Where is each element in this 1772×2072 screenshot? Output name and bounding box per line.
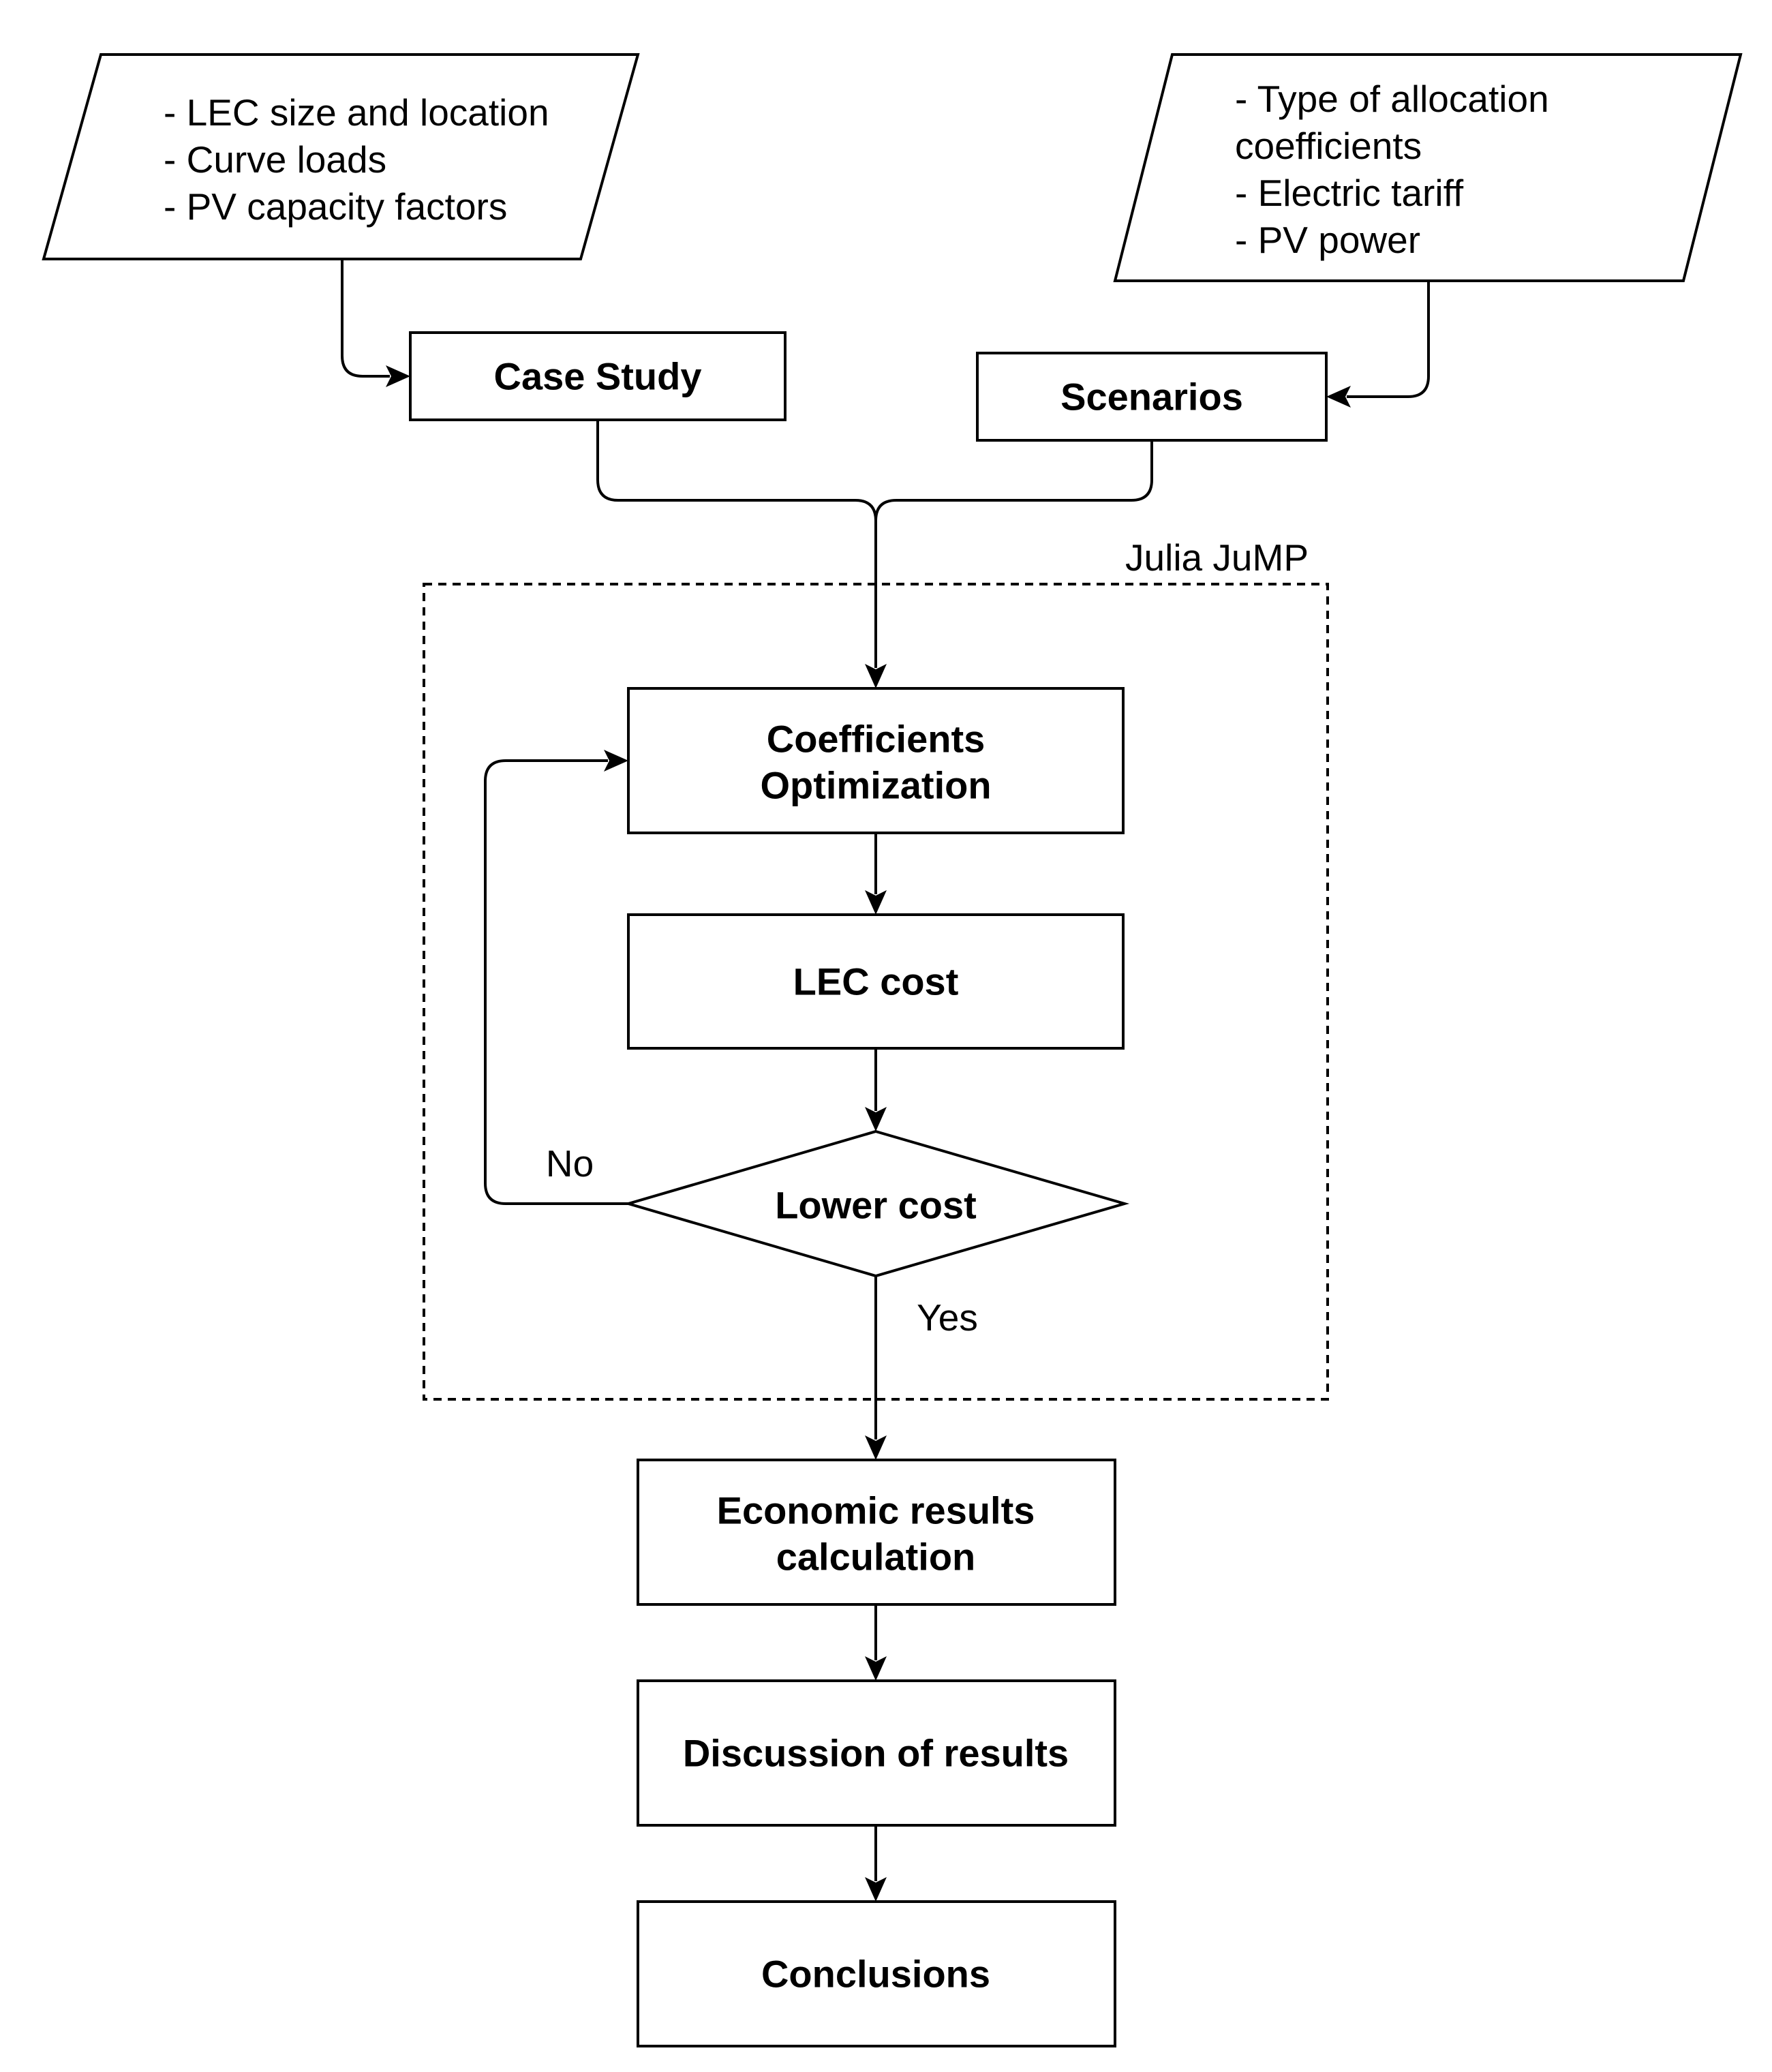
container-label: Julia JuMP bbox=[1125, 536, 1309, 579]
scenarios-label: Scenarios bbox=[1060, 376, 1243, 418]
lower-cost-decision: Lower cost bbox=[623, 1129, 1130, 1278]
lec-cost-shape bbox=[627, 913, 1125, 1050]
coefficients-optimization-shape bbox=[627, 687, 1125, 834]
economic-label-line-2: calculation bbox=[776, 1536, 976, 1579]
arrowhead-conclusions bbox=[865, 1877, 887, 1902]
input-right-line-4: - PV power bbox=[1235, 219, 1420, 261]
coefficients-optimization-box: Coefficients Optimization bbox=[627, 687, 1125, 834]
input-right-line-3: - Electric tariff bbox=[1235, 172, 1464, 214]
edge-no-loop bbox=[484, 759, 628, 1205]
economic-results-box: Economic results calculation bbox=[637, 1459, 1116, 1606]
case-study-shape bbox=[409, 331, 786, 421]
arrowhead-discussion bbox=[865, 1656, 887, 1681]
input-right-line-2: coefficients bbox=[1235, 125, 1422, 167]
input-left-line-2: - Curve loads bbox=[164, 138, 386, 181]
scenarios-box: Scenarios bbox=[976, 352, 1328, 442]
lec-cost-box: LEC cost bbox=[627, 913, 1125, 1050]
discussion-shape bbox=[637, 1679, 1116, 1827]
arrowhead-case-study bbox=[386, 365, 410, 387]
input-left-shape bbox=[42, 53, 640, 260]
input-left: - LEC size and location - Curve loads - … bbox=[42, 53, 640, 260]
case-study-label: Case Study bbox=[494, 355, 702, 398]
no-label: No bbox=[546, 1142, 594, 1185]
edge-case-study-to-merge bbox=[596, 420, 877, 521]
coefficients-label-line-1: Coefficients bbox=[767, 718, 986, 761]
edge-right-input-to-scenarios bbox=[1347, 281, 1430, 398]
discussion-label: Discussion of results bbox=[683, 1732, 1069, 1775]
lower-cost-label: Lower cost bbox=[775, 1184, 977, 1227]
coefficients-label-line-2: Optimization bbox=[760, 764, 991, 807]
yes-label: Yes bbox=[917, 1296, 978, 1339]
arrowhead-economic bbox=[865, 1435, 887, 1460]
case-study-box: Case Study bbox=[409, 331, 786, 421]
economic-label-line-1: Economic results bbox=[717, 1489, 1035, 1532]
arrowhead-decision bbox=[865, 1107, 887, 1131]
conclusions-shape bbox=[637, 1900, 1116, 2047]
conclusions-label: Conclusions bbox=[761, 1953, 990, 1996]
input-right-shape bbox=[1113, 53, 1743, 282]
economic-results-shape bbox=[637, 1459, 1116, 1606]
lec-cost-label: LEC cost bbox=[793, 960, 959, 1003]
input-left-line-3: - PV capacity factors bbox=[164, 185, 507, 228]
arrowhead-coefficients bbox=[865, 664, 887, 688]
discussion-box: Discussion of results bbox=[637, 1679, 1116, 1827]
arrowhead-lec-cost bbox=[865, 890, 887, 915]
input-right-line-1: - Type of allocation bbox=[1235, 78, 1549, 120]
edge-scenarios-to-merge bbox=[874, 440, 1153, 521]
arrowhead-scenarios bbox=[1326, 386, 1351, 408]
conclusions-box: Conclusions bbox=[637, 1900, 1116, 2047]
edge-left-input-to-case-study bbox=[341, 259, 390, 378]
input-left-line-1: - LEC size and location bbox=[164, 91, 549, 134]
input-right: - Type of allocation coefficients - Elec… bbox=[1113, 53, 1743, 282]
arrowhead-no-loop bbox=[604, 750, 628, 772]
